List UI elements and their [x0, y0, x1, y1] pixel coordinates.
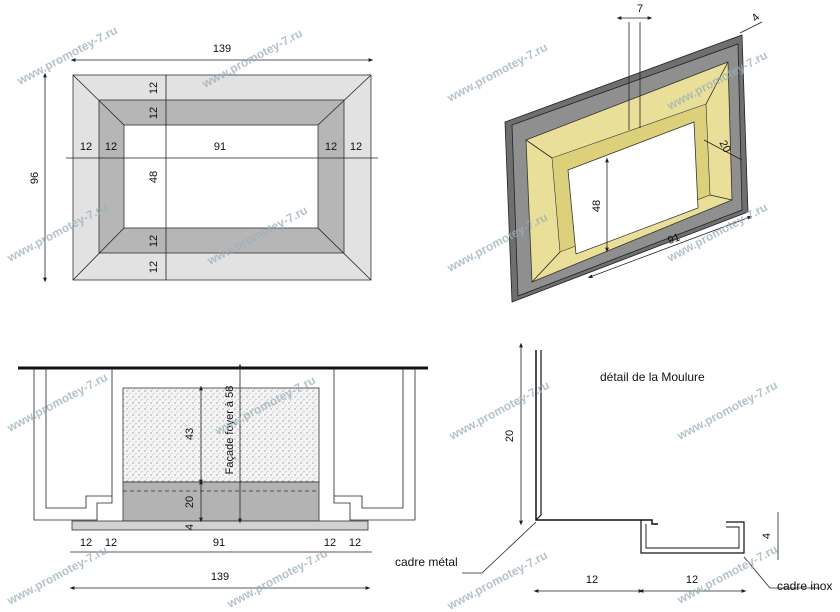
section-plinth	[71, 520, 369, 531]
section-dim-base: 20	[184, 496, 196, 508]
front-view: 139 96 12 12 48 12 12 12 12 91 12 12	[29, 43, 378, 283]
opening	[123, 124, 319, 229]
iso-dim-depth: 7	[637, 3, 643, 15]
dim-height: 96	[29, 172, 41, 184]
dim-opening-width: 91	[214, 141, 226, 153]
dim-frame-bottom-inner: 12	[148, 235, 160, 247]
detail-dim-lip: 4	[761, 533, 773, 539]
iso-dim-thickness: 4	[749, 11, 762, 24]
section-dim-insert: 43	[184, 428, 196, 440]
section-facade-label: Façade foyer à 58	[224, 386, 236, 475]
iso-view: 7 4 20 48 91	[504, 3, 762, 303]
dim-frame-top-inner: 12	[148, 107, 160, 119]
watermark: www.promotey-7.ru	[4, 543, 110, 608]
dim-frame-bottom: 12	[148, 261, 160, 273]
watermark: www.promotey-7.ru	[224, 546, 330, 611]
dim-right-outer: 12	[350, 141, 362, 153]
section-dim-left-inner: 12	[105, 537, 117, 549]
section-dim-middle: 91	[213, 537, 225, 549]
detail-dim-width-right: 12	[686, 574, 698, 586]
dim-left-outer: 12	[80, 141, 92, 153]
section-view: 43 20 4 Façade foyer à 58 12 12 91 12 12…	[18, 363, 428, 590]
detail-title: détail de la Moulure	[600, 370, 705, 384]
watermark: www.promotey-7.ru	[444, 548, 550, 612]
label-cadre-metal: cadre métal	[395, 555, 458, 569]
section-base	[122, 481, 320, 522]
dim-frame-top: 12	[148, 82, 160, 94]
detail-dim-width-left: 12	[586, 574, 598, 586]
iso-dim-opening-width: 91	[666, 231, 682, 246]
dim-right-inner: 12	[325, 141, 337, 153]
section-insert	[122, 387, 320, 483]
section-dim-right-outer: 12	[349, 537, 361, 549]
label-cadre-inox: cadre inox	[777, 579, 832, 593]
dim-width: 139	[213, 43, 231, 55]
section-dim-right-inner: 12	[324, 537, 336, 549]
section-dim-plinth: 4	[184, 524, 196, 530]
detail-dim-height: 20	[504, 430, 516, 442]
section-dim-total: 139	[211, 571, 229, 583]
moulding-detail: détail de la Moulure 20 4 12 12 cadre mé…	[395, 342, 832, 593]
iso-dim-opening-height: 48	[591, 200, 603, 212]
watermark: www.promotey-7.ru	[674, 378, 780, 443]
section-dim-left-outer: 12	[80, 537, 92, 549]
watermark: www.promotey-7.ru	[4, 370, 110, 435]
dim-opening-height: 48	[148, 171, 160, 183]
dim-left-inner: 12	[105, 141, 117, 153]
watermark: www.promotey-7.ru	[444, 40, 550, 105]
iso-dim-bevel: 20	[716, 138, 732, 154]
